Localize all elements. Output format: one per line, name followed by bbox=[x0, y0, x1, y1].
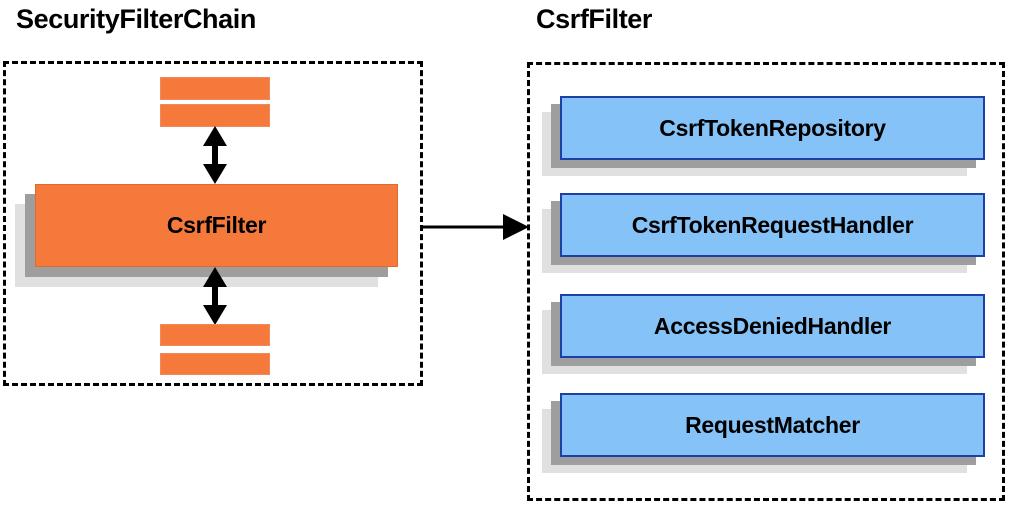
security-filter-chain-container bbox=[3, 61, 423, 386]
collaborator-csrf-token-request-handler[interactable]: CsrfTokenRequestHandler bbox=[560, 193, 985, 257]
collaborator-access-denied-handler[interactable]: AccessDeniedHandler bbox=[560, 294, 985, 358]
expansion-arrow bbox=[423, 214, 529, 240]
filter-chain-up-arrow bbox=[203, 126, 227, 184]
left-panel-title: SecurityFilterChain bbox=[16, 4, 256, 34]
filter-chain-down-arrow bbox=[203, 267, 227, 325]
right-panel-title: CsrfFilter bbox=[536, 4, 653, 34]
csrf-filter-node[interactable]: CsrfFilter bbox=[35, 184, 398, 267]
filter-bar-below-1 bbox=[160, 324, 270, 346]
collaborator-csrf-token-repository[interactable]: CsrfTokenRepository bbox=[560, 96, 985, 160]
filter-bar-below-2 bbox=[160, 353, 270, 375]
collaborator-request-matcher[interactable]: RequestMatcher bbox=[560, 393, 985, 457]
filter-bar-above-2 bbox=[160, 104, 270, 127]
filter-bar-above-1 bbox=[160, 77, 270, 100]
csrf-filter-detail-container bbox=[527, 62, 1005, 501]
